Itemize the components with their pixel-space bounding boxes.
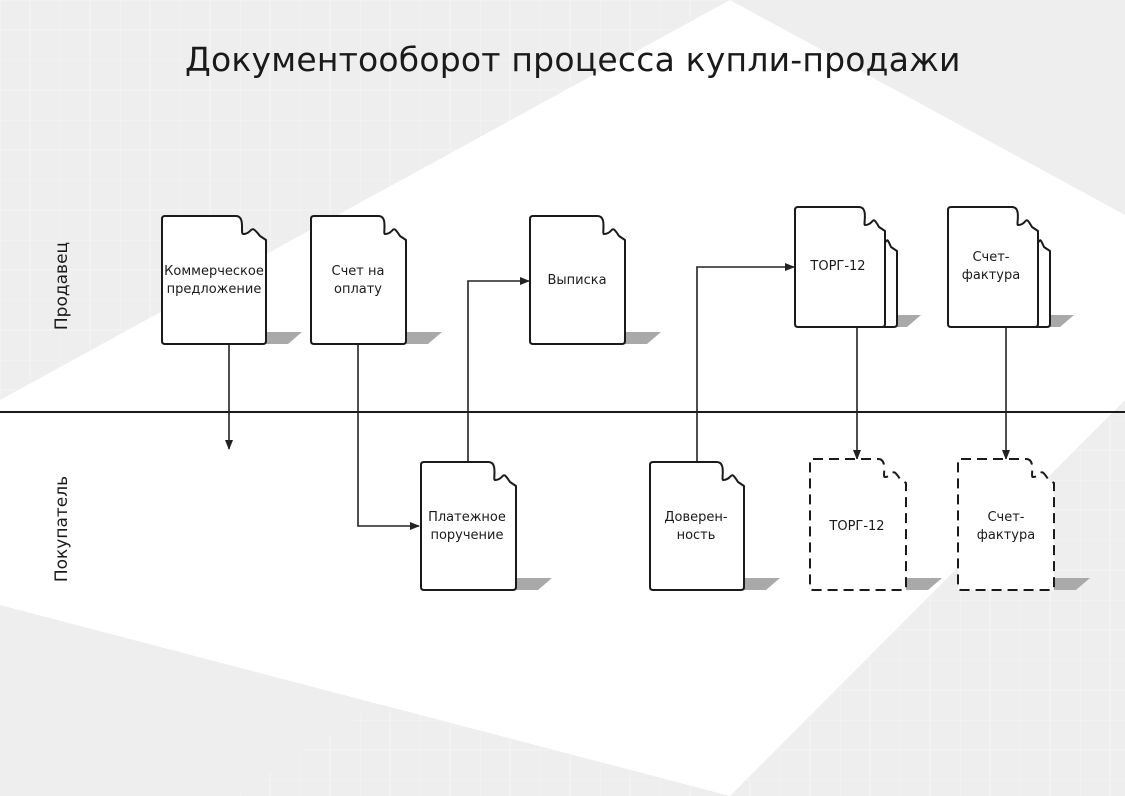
- doc-label-torg12-seller: ТОРГ-12: [810, 259, 866, 274]
- doc-bank-statement-shadow: [625, 332, 661, 344]
- doc-label-schet-faktura-seller: Счет- фактура: [961, 250, 1021, 283]
- arrow-attorney-to-torg12: [696, 263, 795, 462]
- doc-label-power-of-attorney: Доверен- ность: [664, 510, 728, 543]
- doc-commercial-offer: [161, 215, 267, 345]
- doc-label-invoice-for-payment: Счет на оплату: [331, 264, 385, 297]
- lane-label-buyer: Покупатель: [52, 475, 72, 583]
- doc-power-of-attorney-shadow: [744, 578, 780, 590]
- doc-invoice-for-payment-shadow: [406, 332, 442, 344]
- doc-schet-faktura-buyer-shadow: [1054, 578, 1090, 590]
- doc-label-commercial-offer: Коммерческое предложение: [164, 264, 264, 297]
- doc-label-schet-faktura-buyer: Счет- фактура: [976, 510, 1036, 543]
- doc-label-bank-statement: Выписка: [547, 273, 607, 288]
- doc-payment-order-shadow: [516, 578, 552, 590]
- doc-power-of-attorney: [649, 461, 745, 591]
- doc-bank-statement: [529, 215, 626, 345]
- doc-torg12-seller: [794, 206, 886, 328]
- doc-label-torg12-buyer: ТОРГ-12: [829, 519, 885, 534]
- doc-schet-faktura-seller: [947, 206, 1039, 328]
- doc-torg12-buyer: [809, 458, 907, 591]
- doc-payment-order: [420, 461, 517, 591]
- arrow-invoice-to-payment-order: [357, 344, 420, 530]
- doc-torg12-buyer-shadow: [906, 578, 942, 590]
- doc-commercial-offer-shadow: [266, 332, 302, 344]
- lane-label-seller: Продавец: [52, 241, 72, 331]
- arrow-payment-order-to-statement: [467, 277, 530, 462]
- connectors: [225, 263, 1010, 530]
- diagram-title: Документооборот процесса купли-продажи: [185, 40, 961, 79]
- doc-schet-faktura-buyer: [957, 458, 1055, 591]
- doc-label-payment-order: Платежное поручение: [428, 510, 506, 543]
- doc-invoice-for-payment: [310, 215, 407, 345]
